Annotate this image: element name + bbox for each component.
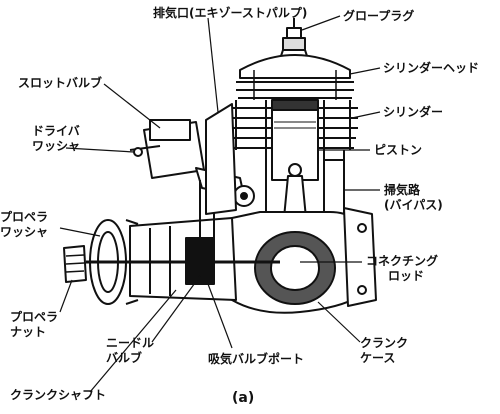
label-crankcase: クランク ケース	[360, 336, 408, 366]
label-bypass: 掃気路 (バイパス)	[384, 183, 443, 213]
label-propeller-nut: プロペラ ナット	[10, 310, 58, 340]
label-crankcase-line1: クランク	[360, 336, 409, 350]
label-connecting-rod: コネクチング ロッド	[366, 254, 438, 284]
label-propeller-washer: プロペラ ワッシャ	[0, 210, 48, 240]
label-throttle-valve: スロットバルブ	[18, 76, 103, 90]
label-bypass-line1: 掃気路	[384, 183, 421, 197]
label-crankcase-line2: ケース	[360, 351, 396, 365]
figure-caption: (a)	[232, 390, 255, 406]
label-piston: ピストン	[374, 143, 423, 157]
label-needle-valve-line2: バルブ	[106, 351, 143, 365]
label-connecting-rod-line2: ロッド	[388, 269, 425, 283]
label-cylinder-head: シリンダーヘッド	[383, 61, 480, 75]
label-connecting-rod-line1: コネクチング	[366, 254, 439, 268]
label-crankshaft: クランクシャフト	[10, 388, 107, 402]
exhaust-port-drawing	[205, 103, 237, 215]
label-propeller-nut-line2: ナット	[10, 325, 47, 339]
label-needle-valve-line1: ニードル	[106, 336, 155, 350]
propeller-nut-drawing	[63, 245, 87, 283]
label-needle-valve: ニードル バルブ	[106, 336, 154, 366]
label-cylinder: シリンダー	[383, 105, 444, 119]
label-drive-washer: ドライバ ワッシャ	[32, 124, 80, 154]
backplate-drawing	[343, 207, 377, 307]
label-glow-plug: グロープラグ	[343, 9, 415, 23]
leader-lines	[59, 15, 381, 393]
label-exhaust-port: 排気口(エキゾーストパルプ)	[153, 6, 308, 20]
label-drive-washer-line1: ドライバ	[32, 124, 80, 138]
cylinder-head-drawing	[236, 54, 354, 100]
label-propeller-nut-line1: プロペラ	[10, 310, 59, 324]
label-intake-valve-port: 吸気バルブポート	[208, 352, 305, 366]
label-bypass-line2: (バイパス)	[384, 198, 443, 212]
label-drive-washer-line2: ワッシャ	[32, 139, 81, 153]
label-propeller-washer-line2: ワッシャ	[0, 225, 49, 239]
front-housing-drawing	[129, 217, 237, 301]
label-propeller-washer-line1: プロペラ	[0, 210, 49, 224]
